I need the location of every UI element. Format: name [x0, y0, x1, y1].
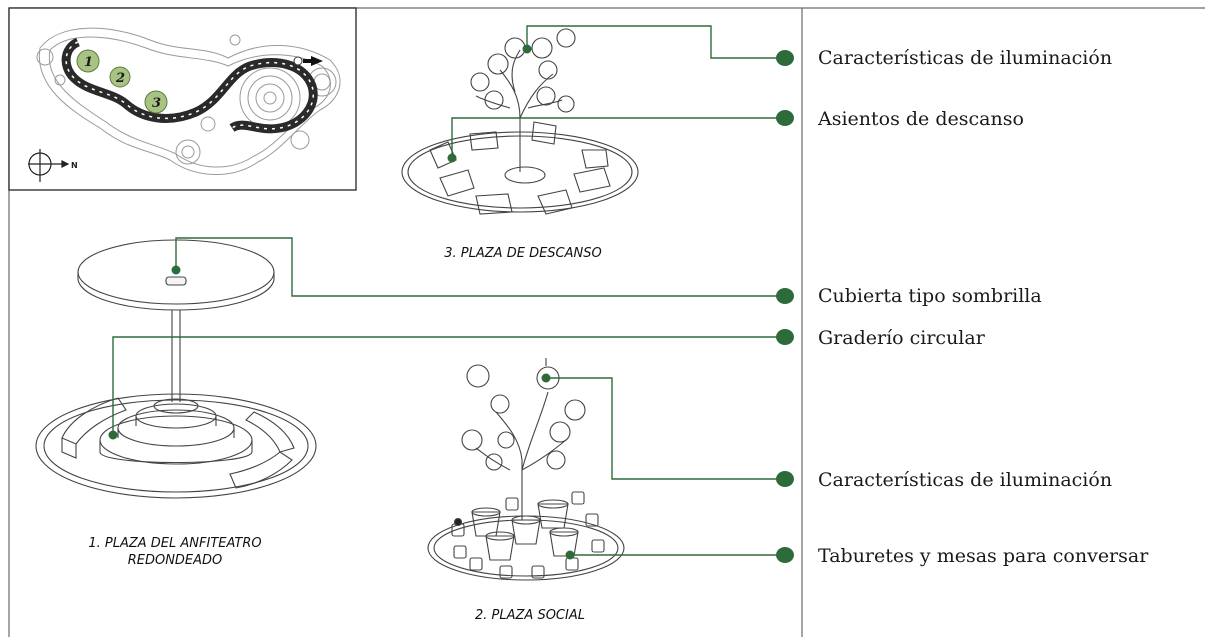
legend-label-iluminacion-social: Características de iluminación: [818, 469, 1113, 491]
legend-label-asientos: Asientos de descanso: [818, 108, 1024, 130]
map-zone-2-number: 2: [115, 71, 125, 86]
plaza-descanso-sketch: [401, 28, 639, 215]
plaza-anfiteatro-sketch: [35, 239, 317, 499]
map-zone-3-number: 3: [152, 96, 161, 111]
entrance-arrow-icon: [303, 56, 323, 66]
caption-plaza-anfiteatro-line1: 1. PLAZA DEL ANFITEATRO: [88, 536, 262, 551]
legend-label-taburetes: Taburetes y mesas para conversar: [818, 545, 1149, 567]
legend-label-cubierta: Cubierta tipo sombrilla: [818, 285, 1042, 307]
leader-lines: [112, 25, 785, 556]
caption-plaza-descanso: 3. PLAZA DE DESCANSO: [444, 246, 602, 261]
plaza-social-sketch: [427, 358, 625, 581]
callout-points: [108, 44, 575, 560]
caption-plaza-anfiteatro: 1. PLAZA DEL ANFITEATRO REDONDEADO: [30, 535, 320, 569]
legend-label-graderio: Graderío circular: [818, 327, 985, 349]
site-plan-map: 1 2 3 N: [8, 7, 357, 191]
map-zone-1-number: 1: [84, 55, 93, 70]
legend-bullets: [776, 50, 794, 563]
compass-n-label: N: [71, 161, 78, 170]
caption-plaza-anfiteatro-line2: REDONDEADO: [127, 553, 223, 568]
caption-plaza-social: 2. PLAZA SOCIAL: [475, 608, 585, 623]
north-arrow-icon: [28, 149, 70, 182]
legend-label-iluminacion-descanso: Características de iluminación: [818, 47, 1113, 69]
